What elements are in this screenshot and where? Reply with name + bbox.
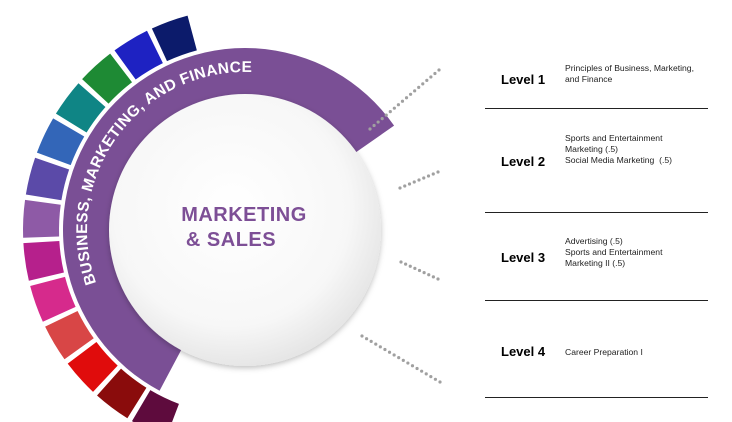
level-4-label: Level 4: [501, 344, 546, 359]
level-divider: [485, 300, 708, 301]
connector-dot: [380, 116, 384, 121]
level-1-courses: Principles of Business, Marketing, and F…: [565, 63, 715, 85]
center-title-line1: MARKETING: [181, 204, 307, 226]
color-segment: [36, 118, 85, 166]
connector-dot: [420, 369, 424, 373]
connector-dot: [429, 75, 433, 79]
connector-dot: [360, 334, 364, 338]
connector-dot: [404, 262, 408, 266]
connector-dot: [376, 120, 380, 124]
connector-dot: [399, 260, 403, 264]
level-1-label: Level 1: [501, 72, 546, 87]
connector-dot: [431, 275, 435, 279]
color-segment-ring: [23, 15, 197, 422]
connector-dot: [422, 176, 426, 180]
connector-dot: [413, 266, 417, 270]
color-segment: [97, 368, 147, 419]
course-line: and Finance: [565, 74, 613, 84]
course-line: Advertising (.5): [565, 236, 623, 246]
connector-dot: [412, 180, 416, 184]
connector-dot: [417, 85, 421, 89]
course-line: Career Preparation I: [565, 347, 643, 357]
connector-dot: [384, 113, 388, 117]
color-segment: [25, 157, 70, 201]
connector-dot: [392, 106, 396, 110]
connector-dot: [433, 377, 438, 381]
connector-dot: [415, 366, 419, 371]
connector-dot: [429, 374, 433, 379]
connector-dot: [369, 339, 373, 344]
connector-dot: [438, 380, 442, 384]
level-divider: [485, 212, 708, 213]
course-line: Marketing II (.5): [565, 258, 626, 268]
connector-dot: [408, 264, 412, 268]
course-line: Sports and Entertainment: [565, 247, 663, 257]
connector-dot: [388, 110, 392, 114]
color-segment: [114, 30, 163, 80]
connector-dot: [433, 71, 437, 76]
color-segment: [23, 199, 61, 238]
connector-dot: [426, 174, 431, 178]
course-line: Marketing (.5): [565, 144, 619, 154]
connector-dot: [424, 372, 428, 376]
level-4-courses: Career Preparation I: [565, 347, 715, 358]
center-title-line2: & SALES: [186, 229, 276, 251]
connector-dot: [417, 268, 422, 273]
level-3-label: Level 3: [501, 250, 546, 265]
connector-dot: [392, 353, 396, 357]
connector-dot: [403, 184, 407, 188]
connector-dot: [413, 89, 417, 93]
color-segment: [45, 310, 94, 360]
connector-dot: [383, 347, 387, 352]
connector-dot: [368, 127, 372, 131]
connector-dot: [401, 358, 405, 362]
color-segment: [30, 276, 76, 322]
connector-dot: [396, 103, 401, 107]
connector-dot: [398, 186, 402, 190]
center-disc: [109, 94, 381, 366]
color-segment: [131, 390, 179, 422]
connector-dot: [421, 82, 425, 86]
connector-dot: [436, 277, 440, 281]
level-2-label: Level 2: [501, 154, 546, 169]
course-line: Social Media Marketing (.5): [565, 155, 672, 165]
course-line: Sports and Entertainment: [565, 133, 663, 143]
connector-dot: [437, 68, 441, 72]
connector-dot: [387, 350, 392, 354]
color-segment: [23, 241, 64, 281]
connector-dot: [422, 271, 426, 275]
connector-dot: [417, 178, 421, 182]
connector-dot: [427, 273, 431, 277]
connector-dot: [374, 342, 378, 346]
course-line: Principles of Business, Marketing,: [565, 63, 694, 73]
connector-dot: [406, 361, 410, 365]
level-divider: [485, 397, 708, 398]
connector-dot: [407, 182, 412, 186]
color-segment: [151, 15, 197, 62]
connector-dot: [425, 78, 429, 83]
level-2-courses: Sports and Entertainment Marketing (.5) …: [565, 133, 715, 166]
color-segment: [55, 83, 106, 133]
color-segment: [82, 53, 133, 104]
connector-dot: [431, 172, 435, 176]
connector-dot: [436, 170, 440, 174]
connector-dot: [364, 337, 369, 341]
connector-dot: [397, 356, 401, 360]
connector-dot: [410, 364, 415, 368]
purple-ring: [63, 48, 395, 391]
connector-dot: [400, 99, 405, 103]
connector-dot: [372, 123, 376, 128]
connector-dots: [360, 68, 442, 384]
connector-dot: [404, 96, 409, 100]
connector-dot: [378, 345, 382, 349]
connector-dot: [408, 92, 413, 96]
color-segment: [67, 341, 118, 392]
level-divider: [485, 108, 708, 109]
level-3-courses: Advertising (.5) Sports and Entertainmen…: [565, 236, 715, 269]
